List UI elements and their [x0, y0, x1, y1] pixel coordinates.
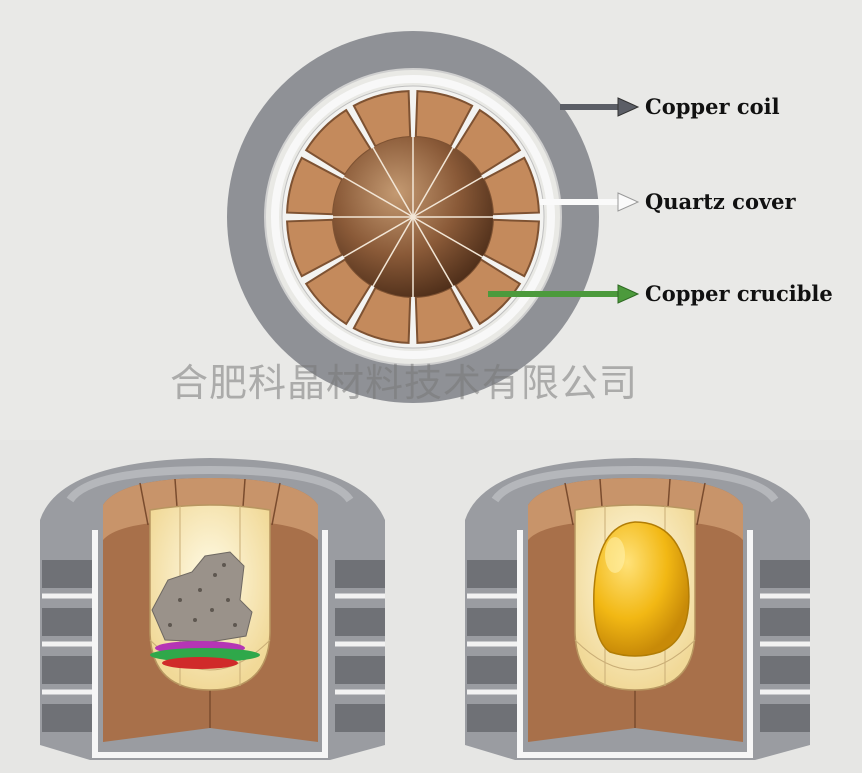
segment-slit [412, 216, 483, 258]
crucible-segment [304, 108, 372, 176]
segment-slit [343, 216, 414, 258]
quartz-cover-ring [271, 75, 555, 359]
segment-slit [343, 176, 414, 218]
crucible-segment [304, 258, 372, 326]
segment-slit [372, 216, 414, 287]
crucible-segment [454, 108, 522, 176]
copper-crucible-arrow [488, 284, 640, 304]
copper-crucible-segments [286, 90, 540, 344]
cross-section-solid-charge [40, 458, 385, 760]
segment-slit [412, 147, 454, 218]
crucible-segment [454, 258, 522, 326]
copper-crucible-label: Copper crucible [645, 281, 833, 306]
quartz-cover-label: Quartz cover [645, 189, 796, 214]
segment-slits [333, 137, 493, 297]
segment-slit [412, 216, 454, 287]
segment-slit [372, 147, 414, 218]
quartz-cover-arrow [540, 192, 640, 212]
copper-coil-label: Copper coil [645, 94, 780, 119]
cross-section-molten-charge [465, 458, 810, 760]
segment-slit [412, 176, 483, 218]
watermark-text: 合肥科晶材料技术有限公司 [170, 361, 639, 405]
top-view [227, 31, 599, 403]
copper-coil-arrow [560, 97, 640, 117]
